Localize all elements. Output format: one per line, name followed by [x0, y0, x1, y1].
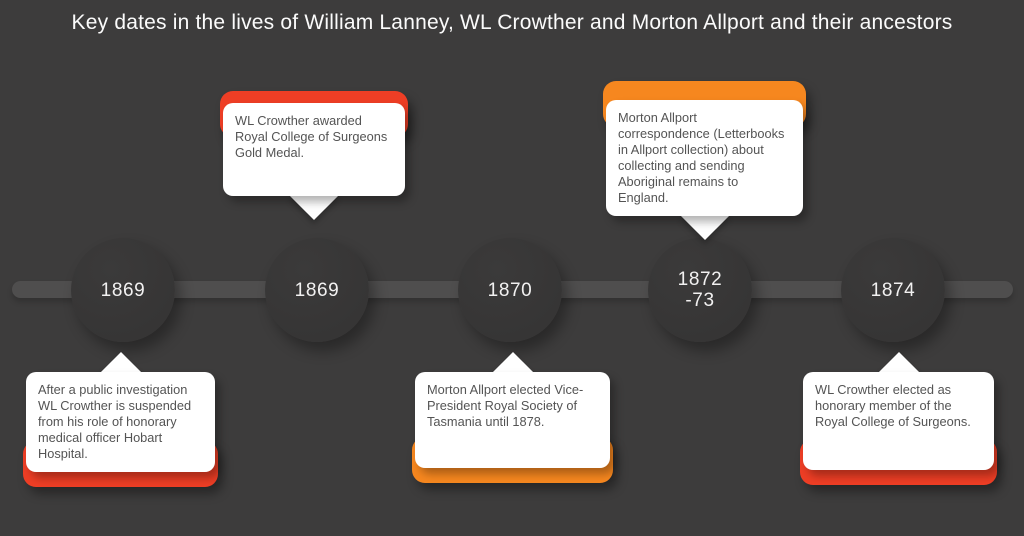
- callout-text: After a public investigation WL Crowther…: [38, 382, 192, 461]
- node-date: 1872: [677, 269, 723, 290]
- callout-text: WL Crowther awarded Royal College of Sur…: [235, 113, 388, 160]
- callout-text: Morton Allport elected Vice-President Ro…: [427, 382, 584, 429]
- callout-text: Morton Allport correspondence (Letterboo…: [618, 110, 785, 205]
- timeline-node-5[interactable]: 1874: [841, 238, 945, 342]
- node-date: 1870: [487, 279, 533, 301]
- callout-crowther-gold-medal: WL Crowther awarded Royal College of Sur…: [220, 91, 408, 221]
- callout-allport-vice-president: Morton Allport elected Vice-President Ro…: [412, 351, 613, 483]
- node-date-line2: -73: [685, 290, 715, 311]
- node-date: 1869: [100, 279, 146, 301]
- timeline-node-1[interactable]: 1869: [71, 238, 175, 342]
- timeline-node-3[interactable]: 1870: [458, 238, 562, 342]
- callout-crowther-honorary-member: WL Crowther elected as honorary member o…: [800, 351, 997, 485]
- node-date: 1869: [294, 279, 340, 301]
- callout-allport-correspondence: Morton Allport correspondence (Letterboo…: [603, 81, 806, 241]
- node-date: 1874: [870, 279, 916, 301]
- callout-text: WL Crowther elected as honorary member o…: [815, 382, 971, 429]
- callout-crowther-suspended: After a public investigation WL Crowther…: [23, 351, 218, 487]
- page-title: Key dates in the lives of William Lanney…: [71, 11, 953, 34]
- timeline-node-4[interactable]: 1872 -73: [648, 238, 752, 342]
- timeline-node-2[interactable]: 1869: [265, 238, 369, 342]
